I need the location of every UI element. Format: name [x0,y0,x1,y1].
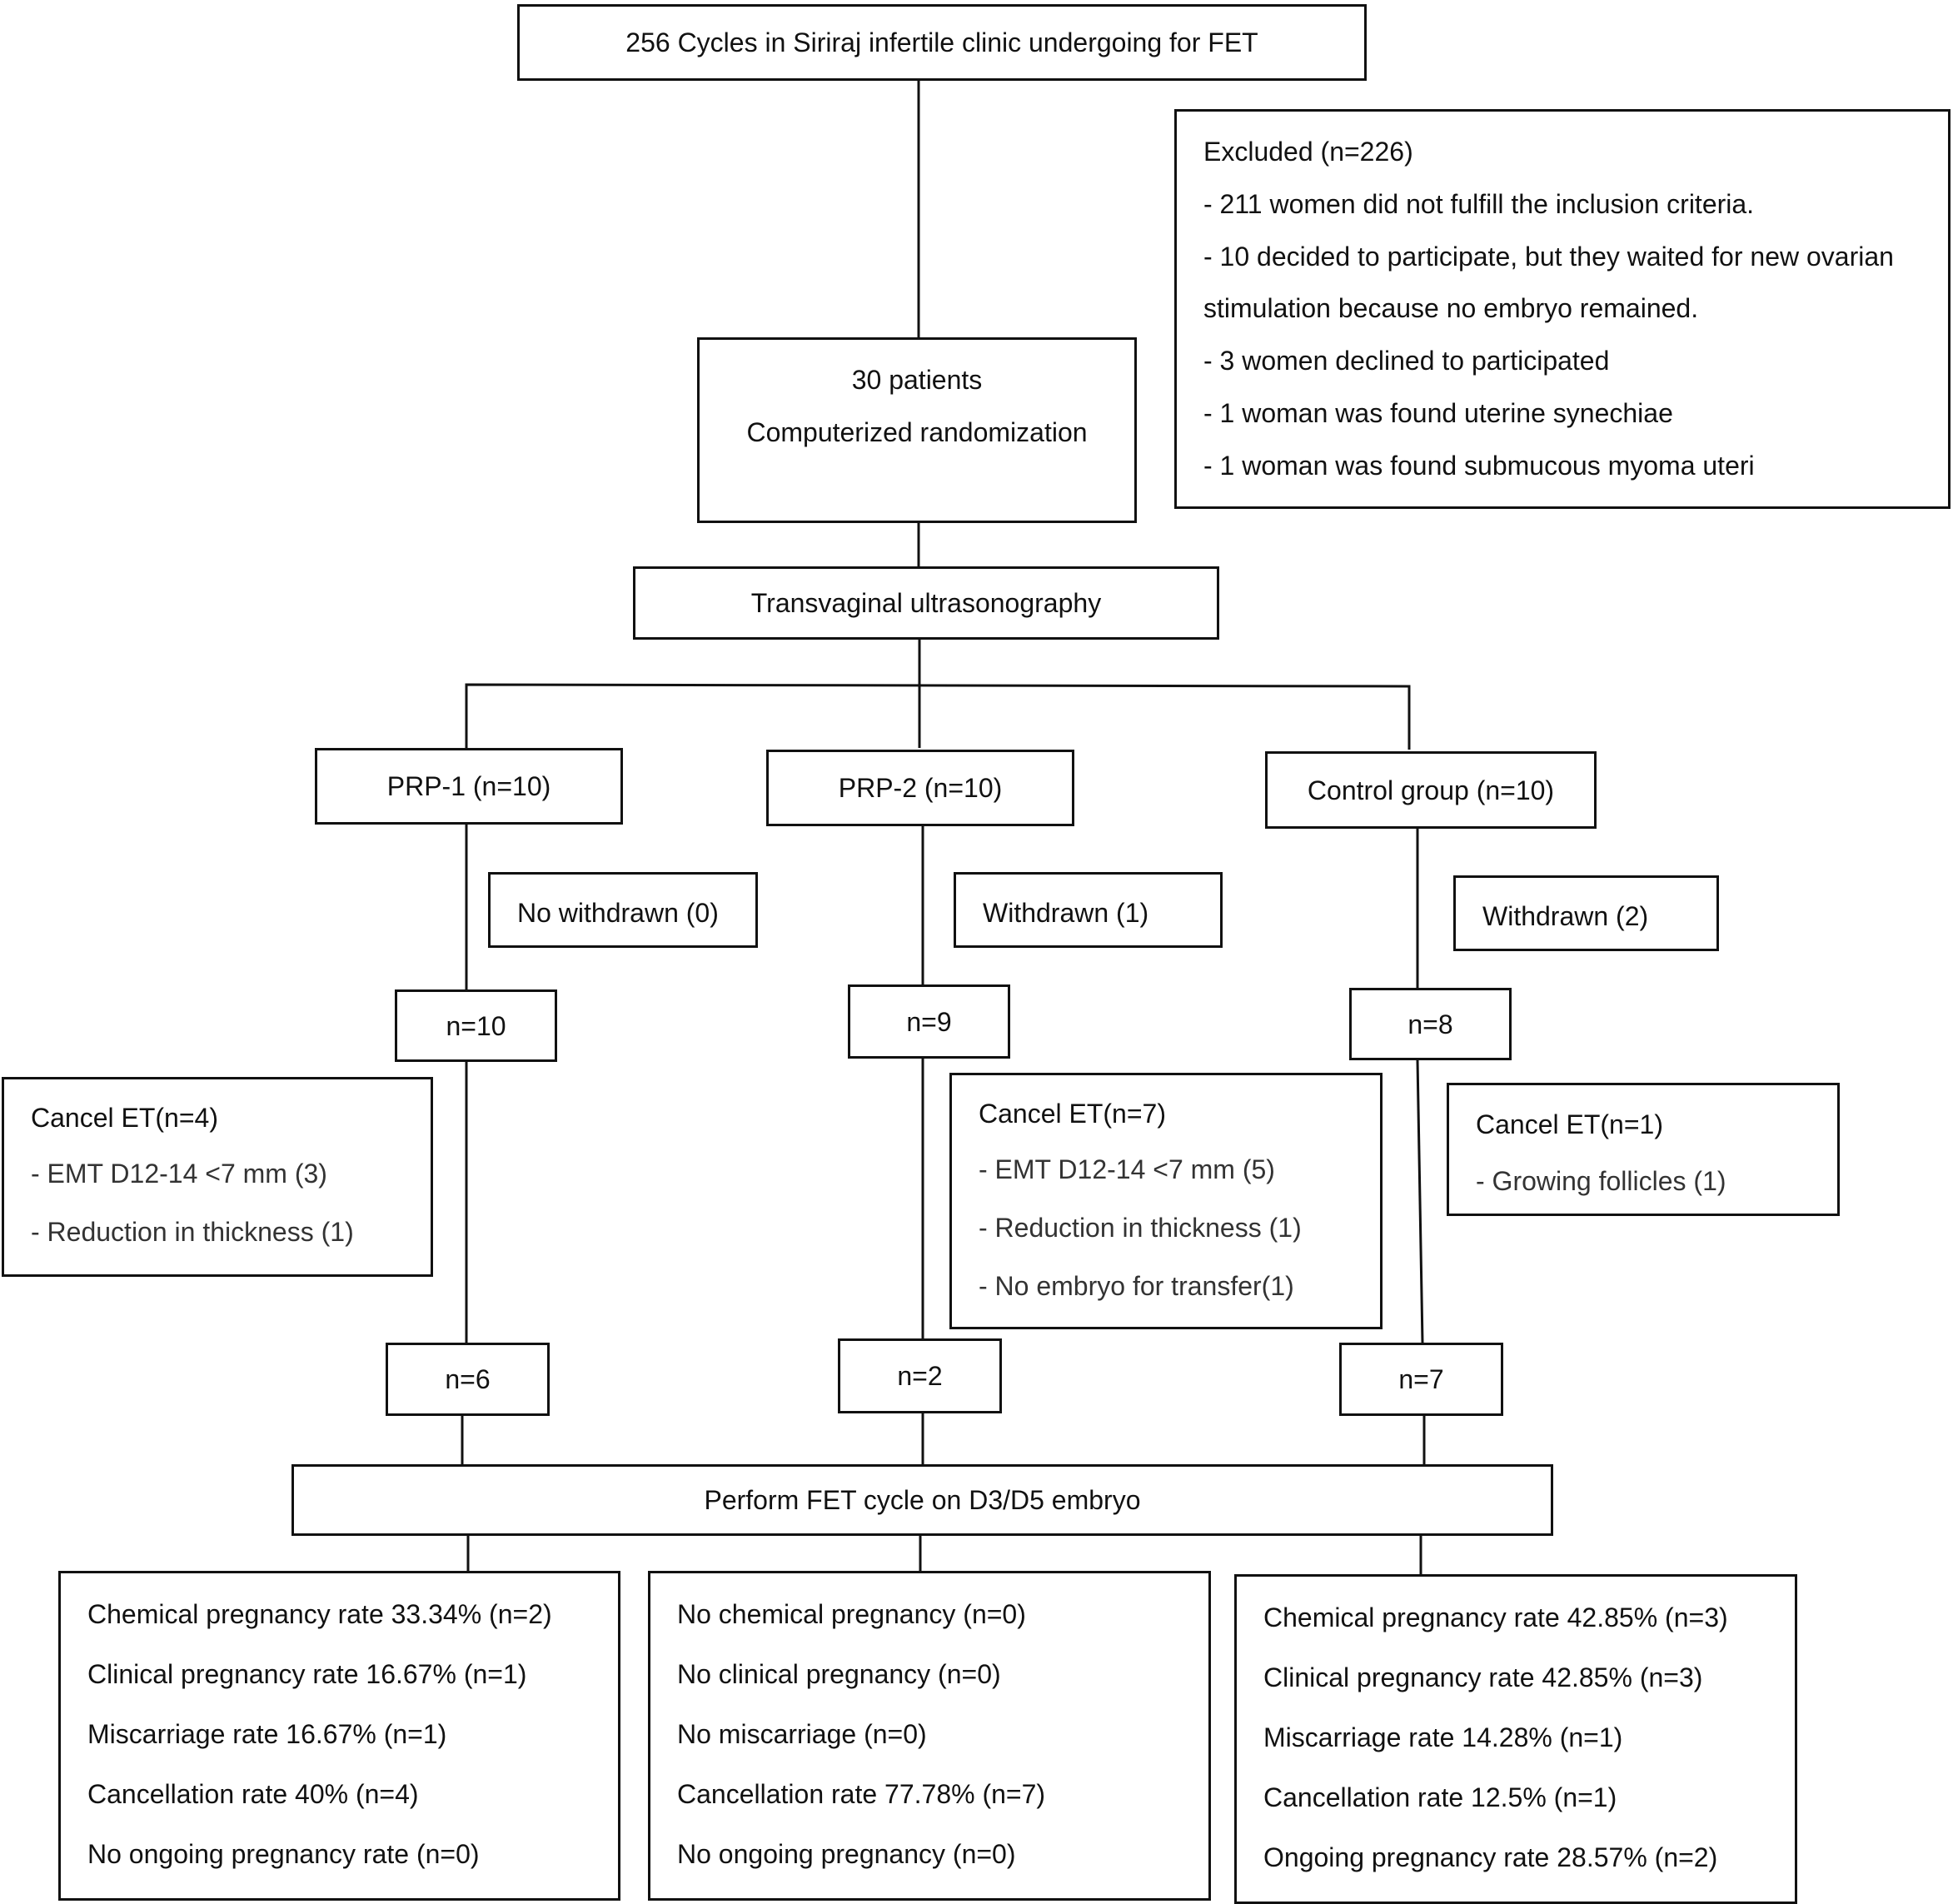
cancel-prp1-box: Cancel ET(n=4) - EMT D12-14 <7 mm (3) - … [2,1077,433,1277]
ultrasonography-box: Transvaginal ultrasonography [633,566,1219,640]
excluded-title: Excluded (n=226) [1203,137,1413,167]
cancel-prp1-reason-1: - EMT D12-14 <7 mm (3) [31,1159,327,1189]
n-final-prp1-box: n=6 [386,1343,550,1416]
cancel-prp2-reason-2: - Reduction in thickness (1) [979,1213,1302,1243]
n-final-control-box: n=7 [1339,1343,1503,1416]
cancel-control-reason-1: - Growing follicles (1) [1476,1166,1726,1196]
group-prp2-box: PRP-2 (n=10) [766,750,1074,826]
n-final-control-text: n=7 [1398,1364,1444,1394]
outcome-prp1-5: No ongoing pregnancy rate (n=0) [87,1839,480,1869]
cancel-control-title: Cancel ET(n=1) [1476,1109,1663,1139]
n-final-prp2-box: n=2 [838,1338,1002,1413]
outcomes-prp1-box: Chemical pregnancy rate 33.34% (n=2) Cli… [58,1571,620,1901]
perform-fet-text: Perform FET cycle on D3/D5 embryo [704,1485,1141,1515]
excluded-reason-2-cont: stimulation because no embryo remained. [1203,293,1699,323]
withdrawn-prp2-box: Withdrawn (1) [954,872,1223,948]
n-final-prp2-text: n=2 [897,1361,943,1391]
cancel-prp1-reason-2: - Reduction in thickness (1) [31,1217,354,1247]
n-after-prp2-box: n=9 [848,984,1010,1059]
group-control-box: Control group (n=10) [1265,751,1597,829]
outcome-control-2: Clinical pregnancy rate 42.85% (n=3) [1263,1662,1703,1692]
outcomes-control-box: Chemical pregnancy rate 42.85% (n=3) Cli… [1234,1574,1797,1904]
cancel-prp2-reason-3: - No embryo for transfer(1) [979,1271,1294,1301]
excluded-reason-5: - 1 woman was found submucous myoma uter… [1203,451,1755,481]
outcome-prp1-1: Chemical pregnancy rate 33.34% (n=2) [87,1599,552,1629]
n-after-prp1-text: n=10 [446,1010,506,1041]
outcome-prp2-1: No chemical pregnancy (n=0) [677,1599,1026,1629]
withdrawn-control-box: Withdrawn (2) [1453,875,1719,951]
excluded-reason-2: - 10 decided to participate, but they wa… [1203,242,1894,272]
randomization-box: 30 patients Computerized randomization [697,337,1137,523]
enrollment-box: 256 Cycles in Siriraj infertile clinic u… [517,4,1367,81]
withdrawn-control-text: Withdrawn (2) [1482,901,1649,931]
cancel-prp2-title: Cancel ET(n=7) [979,1099,1166,1129]
outcome-prp2-3: No miscarriage (n=0) [677,1719,927,1749]
excluded-reason-4: - 1 woman was found uterine synechiae [1203,398,1673,428]
outcome-prp1-2: Clinical pregnancy rate 16.67% (n=1) [87,1659,527,1689]
outcome-prp2-4: Cancellation rate 77.78% (n=7) [677,1779,1046,1809]
outcome-prp1-3: Miscarriage rate 16.67% (n=1) [87,1719,447,1749]
cancel-prp1-title: Cancel ET(n=4) [31,1103,218,1133]
outcome-prp2-2: No clinical pregnancy (n=0) [677,1659,1001,1689]
excluded-reason-1: - 211 women did not fulfill the inclusio… [1203,189,1755,219]
randomization-method: Computerized randomization [746,417,1088,447]
withdrawn-prp2-text: Withdrawn (1) [983,898,1149,928]
group-prp1-box: PRP-1 (n=10) [315,748,623,825]
group-prp2-label: PRP-2 (n=10) [838,773,1003,803]
n-after-prp2-text: n=9 [906,1006,952,1037]
n-after-control-box: n=8 [1349,988,1512,1060]
perform-fet-box: Perform FET cycle on D3/D5 embryo [291,1464,1553,1536]
outcome-control-4: Cancellation rate 12.5% (n=1) [1263,1782,1617,1812]
withdrawn-prp1-text: No withdrawn (0) [517,898,719,928]
group-control-label: Control group (n=10) [1307,775,1555,805]
enrollment-text: 256 Cycles in Siriraj infertile clinic u… [625,27,1258,57]
outcome-prp1-4: Cancellation rate 40% (n=4) [87,1779,419,1809]
excluded-reason-3: - 3 women declined to participated [1203,346,1610,376]
outcome-control-5: Ongoing pregnancy rate 28.57% (n=2) [1263,1842,1718,1872]
randomization-count: 30 patients [851,365,983,395]
outcome-prp2-5: No ongoing pregnancy (n=0) [677,1839,1016,1869]
cancel-prp2-box: Cancel ET(n=7) - EMT D12-14 <7 mm (5) - … [949,1073,1383,1329]
cancel-prp2-reason-1: - EMT D12-14 <7 mm (5) [979,1154,1275,1184]
ultrasonography-text: Transvaginal ultrasonography [750,588,1102,618]
outcomes-prp2-box: No chemical pregnancy (n=0) No clinical … [648,1571,1211,1901]
outcome-control-3: Miscarriage rate 14.28% (n=1) [1263,1722,1623,1752]
withdrawn-prp1-box: No withdrawn (0) [488,872,758,948]
outcome-control-1: Chemical pregnancy rate 42.85% (n=3) [1263,1602,1728,1632]
cancel-control-box: Cancel ET(n=1) - Growing follicles (1) [1447,1083,1840,1216]
n-after-prp1-box: n=10 [395,989,557,1062]
excluded-box: Excluded (n=226) - 211 women did not ful… [1174,109,1951,509]
group-prp1-label: PRP-1 (n=10) [386,771,551,801]
n-final-prp1-text: n=6 [445,1364,491,1394]
n-after-control-text: n=8 [1407,1009,1453,1039]
